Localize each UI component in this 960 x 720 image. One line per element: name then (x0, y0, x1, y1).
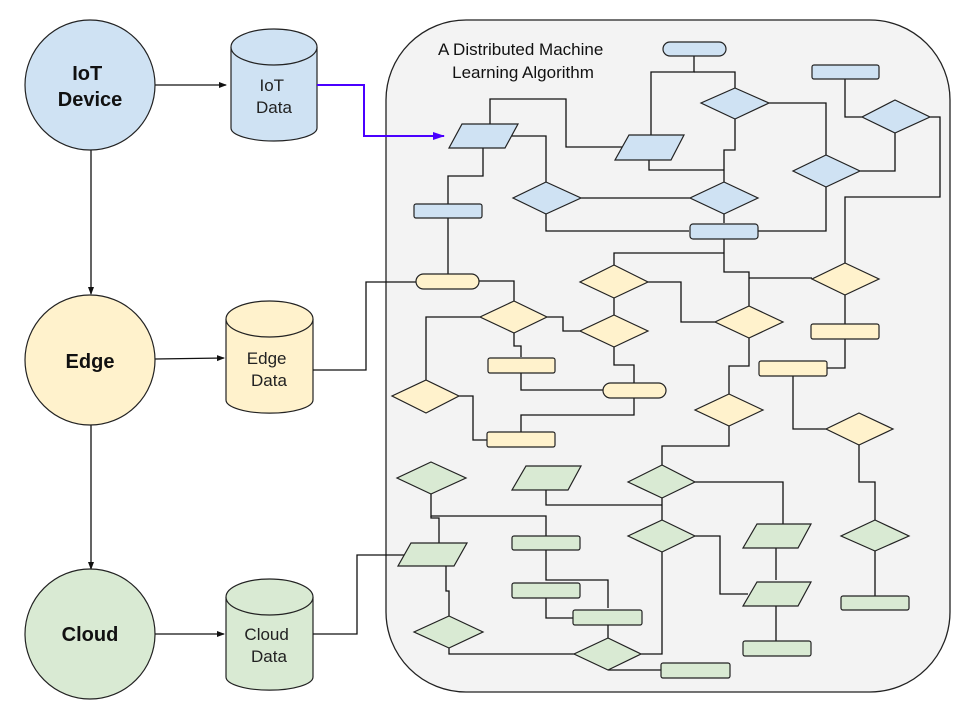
process-shape[interactable] (511, 582, 581, 599)
iot-data-cylinder-body (230, 47, 318, 142)
terminator-shape[interactable] (415, 273, 480, 290)
arrow-edge-to-edge-data (154, 355, 225, 362)
process-shape[interactable] (572, 609, 643, 626)
data-io-shape[interactable] (396, 542, 469, 567)
data-io-shape[interactable] (613, 134, 685, 161)
decision-shape[interactable] (478, 300, 549, 334)
highlighted-arrow-iot-data-to-algorithm (317, 84, 445, 140)
process-shape[interactable] (413, 203, 483, 219)
decision-shape[interactable] (626, 464, 697, 499)
cloud-node[interactable]: Cloud (24, 568, 156, 700)
data-io-shape[interactable] (447, 123, 520, 149)
iot-data-cylinder-top (230, 28, 318, 66)
connector-edge-data-to-algorithm (313, 281, 416, 371)
process-shape[interactable] (810, 323, 880, 340)
algorithm-title: A Distributed Machine Learning Algorithm (438, 40, 608, 82)
decision-shape[interactable] (395, 461, 468, 495)
process-shape[interactable] (511, 535, 581, 551)
cloud-label: Cloud (62, 624, 119, 646)
cloud-data-label: Cloud Data (244, 625, 293, 666)
decision-shape[interactable] (578, 264, 650, 299)
iot-data-label: IoT Data (256, 76, 292, 117)
iot-device-label: IoT Device (58, 63, 123, 111)
decision-shape[interactable] (824, 412, 895, 446)
data-io-shape[interactable] (741, 581, 813, 607)
process-shape[interactable] (758, 360, 828, 377)
process-shape[interactable] (689, 223, 759, 240)
decision-shape[interactable] (713, 305, 785, 339)
decision-shape[interactable] (810, 262, 881, 296)
data-io-shape[interactable] (510, 465, 583, 491)
edge-data-label: Edge Data (247, 349, 291, 390)
decision-shape[interactable] (578, 314, 650, 348)
process-shape[interactable] (742, 640, 812, 657)
iot-algorithm-shapes (413, 41, 932, 240)
cloud-algorithm-shapes (395, 461, 911, 679)
decision-shape[interactable] (699, 87, 771, 120)
algorithm-panel (385, 19, 951, 693)
decision-shape[interactable] (511, 181, 583, 215)
process-shape[interactable] (660, 662, 731, 679)
decision-shape[interactable] (572, 637, 643, 671)
edge-data-cylinder-body (225, 319, 314, 414)
edge-label: Edge (66, 351, 115, 373)
iot-device-circle (24, 19, 156, 151)
decision-shape[interactable] (791, 154, 862, 188)
cloud-circle (24, 568, 156, 700)
decision-shape[interactable] (860, 99, 932, 134)
cloud-data-cylinder-top (225, 578, 314, 616)
terminator-shape[interactable] (602, 382, 667, 399)
process-shape[interactable] (487, 357, 556, 374)
edge-data-cylinder-top (225, 300, 314, 338)
cloud-data-store[interactable]: Cloud Data (225, 578, 314, 691)
process-shape[interactable] (840, 595, 910, 611)
edge-data-store[interactable]: Edge Data (225, 300, 314, 414)
edge-algorithm-shapes (390, 262, 895, 448)
terminator-shape[interactable] (662, 41, 727, 57)
algorithm-wires (425, 51, 941, 671)
data-io-shape[interactable] (741, 523, 813, 549)
cloud-data-cylinder-body (225, 597, 314, 691)
decision-shape[interactable] (693, 393, 765, 427)
connector-cloud-data-to-algorithm (313, 554, 404, 635)
decision-shape[interactable] (839, 519, 911, 552)
iot-data-store[interactable]: IoT Data (230, 28, 318, 142)
decision-shape[interactable] (412, 615, 485, 649)
process-shape[interactable] (811, 64, 880, 80)
process-shape[interactable] (486, 431, 556, 448)
decision-shape[interactable] (626, 519, 697, 553)
edge-circle (24, 294, 156, 426)
iot-device-node[interactable]: IoT Device (24, 19, 156, 151)
decision-shape[interactable] (390, 379, 461, 414)
decision-shape[interactable] (688, 181, 760, 215)
edge-node[interactable]: Edge (24, 294, 156, 426)
